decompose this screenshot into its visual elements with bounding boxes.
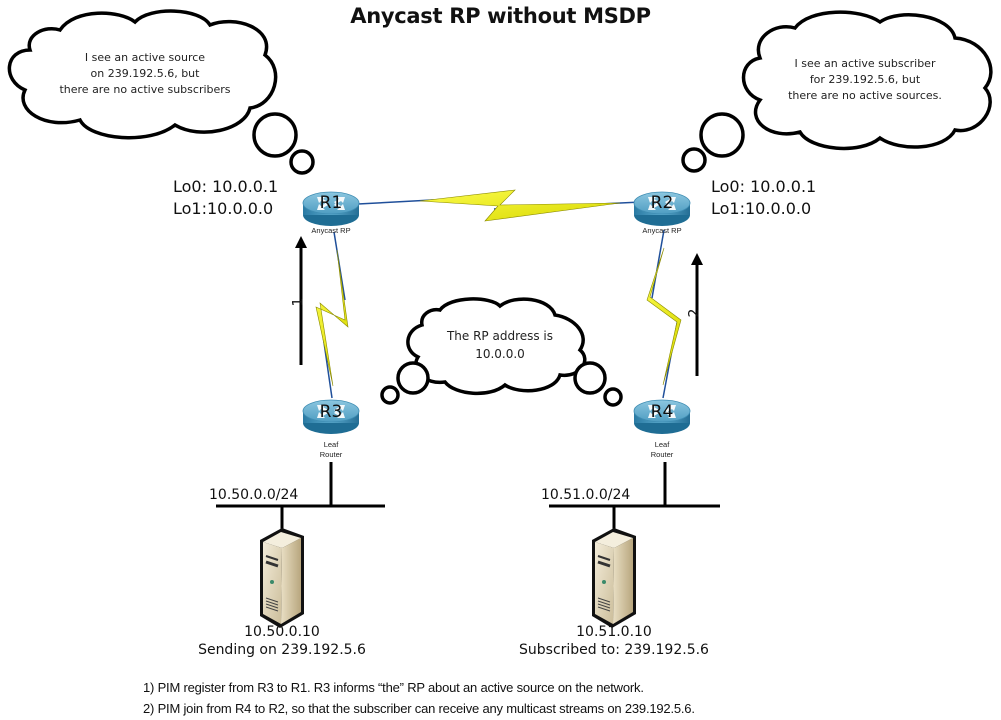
cloud-text-r1: I see an active source on 239.192.5.6, b…: [55, 50, 235, 98]
serial-link-r1-r3[interactable]: [315, 231, 349, 399]
serial-link-r1-r2[interactable]: [357, 189, 643, 222]
footnote-1: 1) PIM register from R3 to R1. R3 inform…: [143, 680, 644, 695]
thought-bubble-large: [396, 361, 430, 395]
r2-loopbacks: Lo0: 10.0.0.1 Lo1:10.0.0.0: [711, 176, 816, 220]
step-arrow-2: [691, 253, 703, 376]
cloud-text-rp: The RP address is 10.0.0.0: [430, 327, 570, 363]
r1-lo1-label: Lo1:10.0.0.0: [173, 199, 274, 218]
subscriber-server-icon[interactable]: [590, 526, 638, 630]
router-r3-role: Leaf Router: [301, 440, 361, 460]
thought-bubble-small: [603, 387, 623, 407]
r1-lo0-label: Lo0: 10.0.0.1: [173, 177, 279, 196]
router-r3-label: R3: [319, 402, 343, 422]
cloud-line: there are no active subscribers: [59, 83, 231, 96]
thought-bubble-small: [380, 385, 400, 405]
thought-bubble-large: [573, 361, 607, 395]
r2-lo1-label: Lo1:10.0.0.0: [711, 199, 812, 218]
subnet-label-10-50: 10.50.0.0/24: [209, 487, 299, 503]
lan-segment-10-51: [549, 462, 720, 530]
cloud-line: 10.0.0.0: [475, 347, 525, 361]
source-host-desc: Sending on 239.192.5.6: [198, 642, 366, 658]
lan-segment-10-50: [216, 462, 385, 530]
router-r4-role-line: Router: [650, 450, 674, 459]
r2-lo0-label: Lo0: 10.0.0.1: [711, 177, 817, 196]
cloud-text-r2: I see an active subscriber for 239.192.5…: [775, 56, 955, 104]
serial-link-r2-r4[interactable]: [646, 229, 682, 399]
thought-bubble-large: [699, 112, 745, 158]
router-r3-role-line: Router: [319, 450, 343, 459]
diagram-title: Anycast RP without MSDP: [350, 4, 651, 28]
cloud-line: on 239.192.5.6, but: [90, 67, 200, 80]
subscriber-host-ip: 10.51.0.10: [576, 624, 652, 640]
cloud-line: I see an active subscriber: [794, 57, 936, 70]
footnote-2: 2) PIM join from R4 to R2, so that the s…: [143, 701, 695, 716]
router-r4-role: Leaf Router: [632, 440, 692, 460]
router-r2-role: Anycast RP: [642, 226, 682, 235]
subscriber-host-desc: Subscribed to: 239.192.5.6: [519, 642, 709, 658]
thought-bubble-small: [681, 147, 707, 173]
router-r2-label: R2: [650, 193, 674, 213]
thought-cloud-r2: [681, 10, 993, 173]
router-r3-role-line: Leaf: [323, 440, 339, 449]
thought-cloud-rp: [380, 297, 623, 407]
router-r1-role: Anycast RP: [311, 226, 351, 235]
step-arrow-1: [295, 236, 307, 365]
r1-loopbacks: Lo0: 10.0.0.1 Lo1:10.0.0.0: [173, 176, 278, 220]
cloud-line: for 239.192.5.6, but: [809, 73, 921, 86]
cloud-line: I see an active source: [84, 51, 206, 64]
router-r4-label: R4: [650, 402, 674, 422]
cloud-line: there are no active sources.: [788, 89, 942, 102]
router-r1-label: R1: [319, 193, 343, 213]
source-host-ip: 10.50.0.10: [244, 624, 320, 640]
thought-bubble-small: [289, 149, 315, 175]
footnotes: 1) PIM register from R3 to R1. R3 inform…: [143, 677, 695, 719]
step-number-1: 1: [290, 297, 307, 307]
thought-cloud-r1: [7, 9, 315, 175]
subnet-label-10-51: 10.51.0.0/24: [541, 487, 631, 503]
router-r4-role-line: Leaf: [654, 440, 670, 449]
subscriber-host-label: 10.51.0.10 Subscribed to: 239.192.5.6: [504, 623, 724, 659]
cloud-line: The RP address is: [446, 329, 554, 343]
step-number-2: 2: [686, 308, 703, 318]
source-host-label: 10.50.0.10 Sending on 239.192.5.6: [192, 623, 372, 659]
source-server-icon[interactable]: [258, 526, 306, 630]
thought-bubble-large: [252, 112, 298, 158]
